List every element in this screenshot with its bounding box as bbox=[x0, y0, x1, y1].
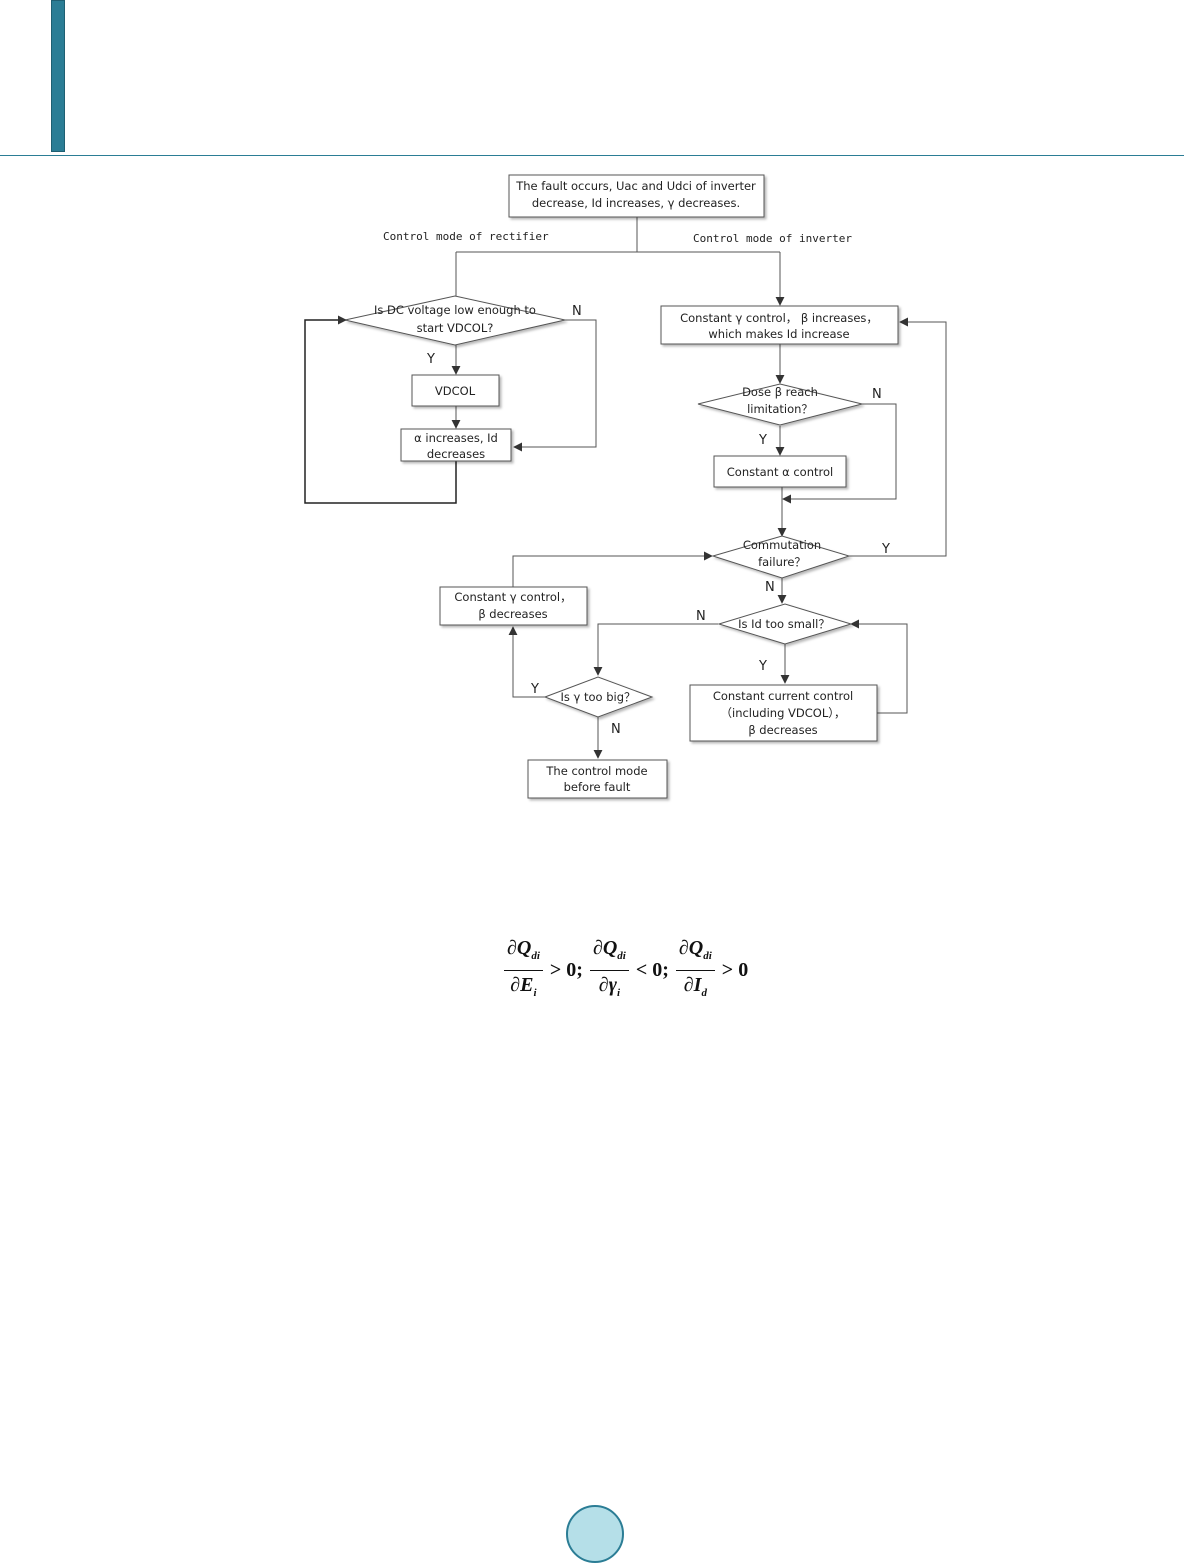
frac2-den-sub: i bbox=[616, 986, 621, 999]
commutation-line-2: failure？ bbox=[758, 555, 806, 569]
frac3-den-sub: d bbox=[701, 986, 707, 999]
frac1-den: ∂E bbox=[510, 973, 534, 996]
const-current-line-1: Constant current control bbox=[713, 689, 853, 703]
frac3-num: ∂Q bbox=[678, 936, 704, 959]
commutation-no-label: N bbox=[765, 580, 775, 595]
frac1-den-sub: i bbox=[533, 986, 537, 999]
id-small-label: Is Id too small？ bbox=[738, 617, 830, 631]
branch-right-label: Control mode of inverter bbox=[693, 232, 852, 245]
gamma-beta-dec-line-2: β decreases bbox=[478, 607, 547, 621]
fraction-1: ∂Qdi ∂Ei bbox=[504, 935, 543, 1006]
relation-3: > 0 bbox=[721, 958, 749, 981]
beta-limit-decision bbox=[697, 383, 863, 426]
header-rule bbox=[0, 155, 1184, 156]
alpha-box-line-1: α increases, Id bbox=[414, 431, 498, 445]
relation-1: > 0; bbox=[549, 958, 583, 981]
start-box-line-1: The fault occurs, Uac and Udci of invert… bbox=[515, 179, 756, 193]
alpha-box-line-2: decreases bbox=[427, 447, 485, 461]
before-fault-line-1: The control mode bbox=[545, 764, 647, 778]
commutation-yes-label: Y bbox=[881, 542, 890, 557]
fraction-3: ∂Qdi ∂Id bbox=[675, 935, 715, 1006]
start-box bbox=[508, 174, 765, 218]
frac2-den: ∂γ bbox=[598, 973, 617, 996]
beta-limit-line-2: limitation？ bbox=[747, 402, 813, 416]
formula: ∂Qdi ∂Ei > 0; ∂Qdi ∂γi < 0; ∂Qdi ∂Id > 0 bbox=[500, 935, 760, 1005]
page-number-badge bbox=[566, 1505, 624, 1563]
inverter-gamma-control-box bbox=[660, 305, 899, 345]
vdcol-box bbox=[411, 374, 500, 407]
constant-alpha-box bbox=[713, 455, 847, 488]
gamma-big-decision bbox=[543, 676, 654, 718]
frac1-num-sub: di bbox=[531, 949, 540, 962]
beta-no-label: N bbox=[872, 387, 882, 402]
rect-no-label: N bbox=[572, 304, 582, 319]
relation-2: < 0; bbox=[635, 958, 669, 981]
commutation-line-1: Commutation bbox=[743, 538, 821, 552]
frac3-num-sub: di bbox=[703, 949, 712, 962]
inverter-gamma-line-1: Constant γ control， β increases， bbox=[680, 311, 878, 325]
frac2-num: ∂Q bbox=[592, 936, 618, 959]
gamma-big-label: Is γ too big？ bbox=[560, 690, 635, 704]
inverter-gamma-line-2: which makes Id increase bbox=[708, 327, 849, 341]
rect-yes-label: Y bbox=[426, 352, 435, 367]
gamma-beta-decreases-box bbox=[439, 586, 588, 626]
const-current-line-3: β decreases bbox=[748, 723, 817, 737]
frac3-den: ∂I bbox=[683, 973, 702, 996]
gamma-big-no-label: N bbox=[611, 722, 621, 737]
id-small-yes-label: Y bbox=[758, 659, 767, 674]
rectifier-decision-line-2: start VDCOL? bbox=[417, 321, 494, 335]
before-fault-line-2: before fault bbox=[564, 780, 631, 794]
id-small-decision bbox=[717, 603, 853, 645]
header-accent-bar bbox=[51, 0, 65, 152]
commutation-decision bbox=[711, 535, 851, 579]
start-box-line-2: decrease, Id increases, γ decreases. bbox=[532, 196, 740, 210]
rectifier-decision bbox=[344, 295, 566, 346]
before-fault-box bbox=[527, 759, 668, 799]
beta-limit-line-1: Dose β reach bbox=[742, 385, 818, 399]
constant-current-box bbox=[689, 684, 878, 742]
fraction-2: ∂Qdi ∂γi bbox=[589, 935, 629, 1006]
const-current-line-2: （including VDCOL）， bbox=[721, 706, 846, 720]
alpha-increase-box bbox=[400, 428, 512, 462]
rectifier-decision-line-1: Is DC voltage low enough to bbox=[374, 303, 536, 317]
vdcol-label: VDCOL bbox=[435, 384, 476, 398]
gamma-big-yes-label: Y bbox=[530, 682, 539, 697]
branch-left-label: Control mode of rectifier bbox=[383, 230, 549, 243]
frac1-num: ∂Q bbox=[507, 936, 532, 959]
constant-alpha-label: Constant α control bbox=[727, 465, 833, 479]
frac2-num-sub: di bbox=[617, 949, 626, 962]
beta-yes-label: Y bbox=[758, 433, 767, 448]
id-small-no-label: N bbox=[696, 609, 706, 624]
flowchart: Control mode of rectifier Control mode o… bbox=[304, 174, 947, 799]
gamma-beta-dec-line-1: Constant γ control， bbox=[454, 590, 571, 604]
